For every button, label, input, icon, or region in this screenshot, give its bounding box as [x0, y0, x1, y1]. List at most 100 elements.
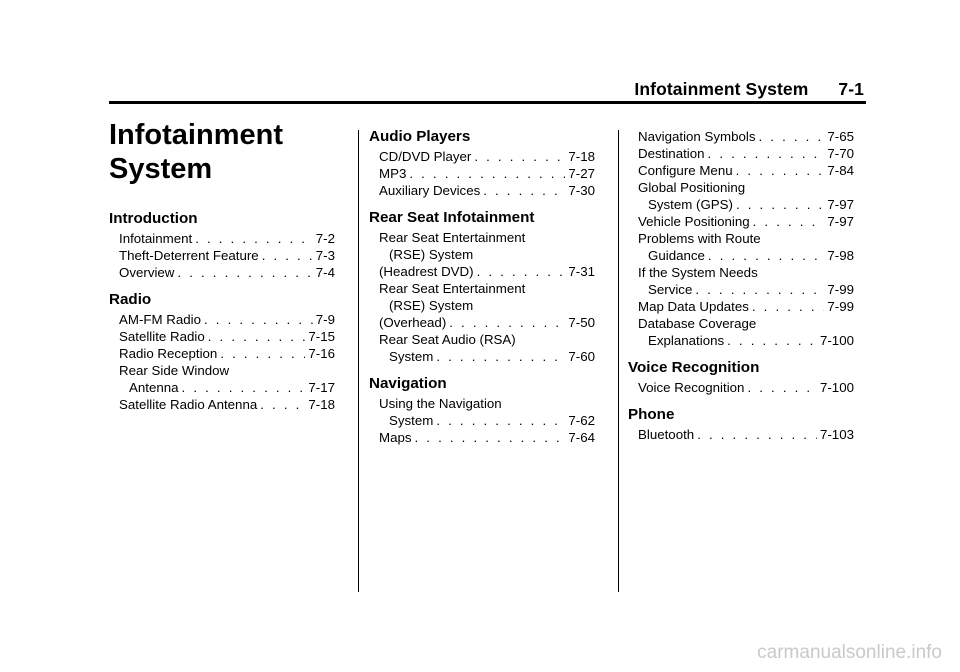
section-heading-radio: Radio [109, 291, 152, 308]
toc-entry[interactable]: Navigation Symbols7-65 [628, 128, 854, 145]
dot-leader [727, 332, 817, 349]
toc-entry-title: Navigation Symbols [638, 129, 756, 144]
watermark: carmanualsonline.info [757, 642, 942, 663]
dot-leader [736, 196, 824, 213]
toc-entry[interactable]: Overview7-4 [109, 264, 335, 281]
dot-leader [195, 230, 313, 247]
toc-entry[interactable]: Problems with Route Guidance7-98 [628, 230, 854, 264]
toc-entry[interactable]: Satellite Radio Antenna7-18 [109, 396, 335, 413]
toc-entry-lead: Rear Seat Entertainment [379, 281, 526, 296]
toc-entry-page: 7-17 [308, 380, 335, 395]
toc-entry-page: 7-30 [568, 183, 595, 198]
toc-entry-title: Bluetooth [638, 427, 695, 442]
toc-entry-title: Auxiliary Devices [379, 183, 481, 198]
header-title: Infotainment System [634, 79, 809, 99]
dot-leader [204, 311, 313, 328]
toc-entry-page: 7-84 [827, 163, 854, 178]
toc-entry-title: Service [648, 282, 693, 297]
toc-entry-lead: Rear Seat Entertainment [379, 230, 526, 245]
toc-entry-page: 7-103 [819, 427, 854, 442]
toc-column-3: Navigation Symbols7-65 Destination7-70 C… [628, 128, 854, 443]
toc-entry-title: (Headrest DVD) [379, 264, 474, 279]
dot-leader [759, 128, 825, 145]
toc-entry[interactable]: Rear Seat Entertainment (RSE) System (Ov… [369, 280, 595, 331]
toc-entry-title: Guidance [648, 248, 705, 263]
toc-entry[interactable]: Rear Side Window Antenna 7-17 [109, 362, 335, 396]
toc-entry-page: 7-100 [819, 380, 854, 395]
toc-entry[interactable]: AM-FM Radio 7-9 [109, 311, 335, 328]
toc-entry[interactable]: Map Data Updates7-99 [628, 298, 854, 315]
dot-leader [708, 145, 825, 162]
chapter-title-line-1: Infotainment [109, 119, 283, 151]
toc-entry[interactable]: Voice Recognition 7-100 [628, 379, 854, 396]
toc-entry[interactable]: Database Coverage Explanations7-100 [628, 315, 854, 349]
toc-entry-lead-2: (RSE) System [389, 247, 474, 262]
toc-entry-page: 7-18 [568, 149, 595, 164]
toc-entry-title: Vehicle Positioning [638, 214, 750, 229]
dot-leader [415, 429, 566, 446]
toc-entry-title: (Overhead) [379, 315, 447, 330]
toc-entry-page: 7-62 [568, 413, 595, 428]
dot-leader [177, 264, 312, 281]
toc-entry[interactable]: Radio Reception 7-16 [109, 345, 335, 362]
toc-entry-lead: Rear Side Window [119, 363, 230, 378]
dot-leader [753, 213, 825, 230]
toc-entry-page: 7-99 [827, 299, 854, 314]
dot-leader [483, 182, 565, 199]
section-heading-voice-recognition: Voice Recognition [628, 359, 760, 376]
toc-entry-lead: Rear Seat Audio (RSA) [379, 332, 516, 347]
section-heading-navigation: Navigation [369, 375, 447, 392]
dot-leader [436, 348, 565, 365]
toc-entry-page: 7-16 [308, 346, 335, 361]
toc-entry-page: 7-9 [315, 312, 335, 327]
toc-entry[interactable]: MP37-27 [369, 165, 595, 182]
dot-leader [708, 247, 824, 264]
toc-column-2: Audio Players CD/DVD Player7-18 MP37-27 … [369, 128, 595, 446]
toc-entry-title: Infotainment [119, 231, 193, 246]
section-heading-introduction: Introduction [109, 210, 198, 227]
toc-entry[interactable]: Rear Seat Entertainment (RSE) System (He… [369, 229, 595, 280]
toc-entry[interactable]: Maps7-64 [369, 429, 595, 446]
toc-entry-lead: Using the Navigation [379, 396, 502, 411]
dot-leader [262, 247, 313, 264]
toc-entry-page: 7-98 [827, 248, 854, 263]
toc-entry-lead-2: (RSE) System [389, 298, 474, 313]
dot-leader [409, 165, 565, 182]
toc-entry[interactable]: Auxiliary Devices 7-30 [369, 182, 595, 199]
toc-entry[interactable]: Satellite Radio7-15 [109, 328, 335, 345]
dot-leader [449, 314, 565, 331]
column-divider-2 [618, 130, 619, 592]
dot-leader [220, 345, 305, 362]
toc-entry-title: AM-FM Radio [119, 312, 202, 327]
toc-entry[interactable]: Vehicle Positioning 7-97 [628, 213, 854, 230]
section-heading-rear-seat-infotainment: Rear Seat Infotainment [369, 209, 535, 226]
chapter-title-line-2: System [109, 153, 213, 185]
toc-entry-page: 7-60 [568, 349, 595, 364]
toc-entry-title: Radio Reception [119, 346, 218, 361]
toc-entry[interactable]: Global Positioning System (GPS)7-97 [628, 179, 854, 213]
toc-entry-lead: Global Positioning [638, 180, 746, 195]
toc-entry[interactable]: Destination7-70 [628, 145, 854, 162]
toc-entry[interactable]: Configure Menu7-84 [628, 162, 854, 179]
toc-entry-lead: If the System Needs [638, 265, 758, 280]
toc-entry-page: 7-18 [308, 397, 335, 412]
toc-entry-page: 7-3 [315, 248, 335, 263]
toc-entry[interactable]: Bluetooth 7-103 [628, 426, 854, 443]
toc-entry[interactable]: Infotainment7-2 [109, 230, 335, 247]
toc-column-1: Infotainment System Introduction Infotai… [109, 118, 335, 413]
column-divider-1 [358, 130, 359, 592]
toc-entry-page: 7-64 [568, 430, 595, 445]
toc-entry[interactable]: If the System Needs Service7-99 [628, 264, 854, 298]
toc-entry-page: 7-27 [568, 166, 595, 181]
toc-entry[interactable]: Theft-Deterrent Feature7-3 [109, 247, 335, 264]
section-heading-phone: Phone [628, 406, 675, 423]
toc-entry-title: Antenna [129, 380, 179, 395]
toc-entry[interactable]: CD/DVD Player7-18 [369, 148, 595, 165]
toc-entry-title: Voice Recognition [638, 380, 745, 395]
dot-leader [736, 162, 825, 179]
toc-entry-page: 7-97 [827, 214, 854, 229]
toc-entry-page: 7-31 [568, 264, 595, 279]
dot-leader [208, 328, 306, 345]
